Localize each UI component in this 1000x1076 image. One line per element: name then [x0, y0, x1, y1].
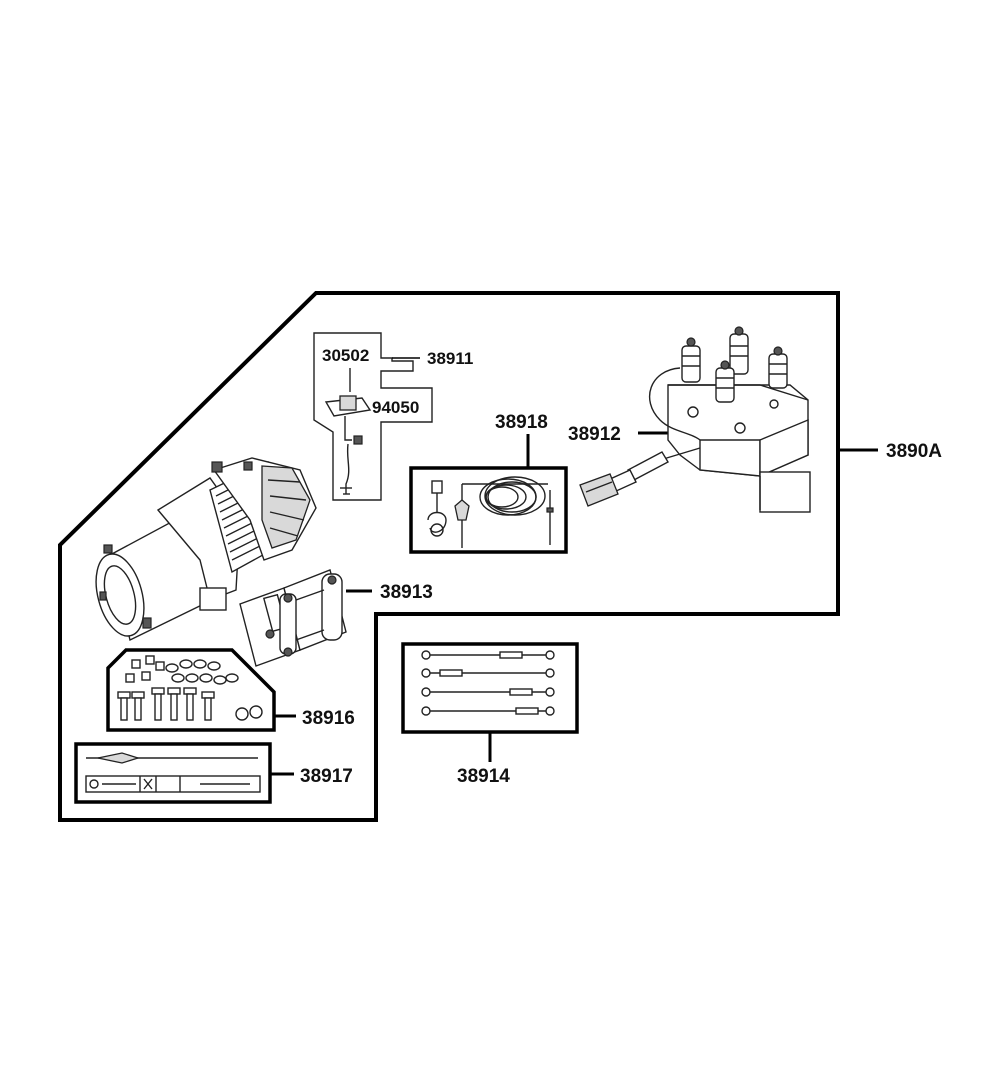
fairlead-part-number: 38913	[380, 582, 433, 603]
remote-drawing	[427, 476, 554, 548]
cables-part-number: 38914	[457, 766, 510, 787]
contactor-part-number: 38912	[568, 424, 621, 445]
fairlead-group: 38913	[239, 569, 433, 667]
hardware-drawing	[117, 655, 263, 721]
fairlead-drawing	[239, 569, 347, 667]
decal-drawing	[85, 752, 261, 793]
hardware-box	[106, 648, 276, 732]
switch-part-number: 30502	[322, 346, 369, 365]
decal-group: 38917	[74, 742, 353, 804]
remote-box	[409, 466, 568, 554]
contactor-drawing	[579, 326, 811, 513]
switch-part-94050-number: 94050	[372, 398, 419, 417]
kit-callout: 3890A	[838, 441, 942, 462]
hardware-part-number: 38916	[302, 708, 355, 729]
remote-part-number: 38918	[495, 412, 548, 433]
decal-part-number: 38917	[300, 766, 353, 787]
cables-group: 38914	[401, 642, 579, 787]
switch-assembly: 38911 30502 94050	[313, 332, 473, 501]
cables-drawing	[421, 650, 555, 716]
rocker-switch-drawing	[324, 368, 372, 495]
kit-part-number: 3890A	[886, 441, 942, 462]
remote-control-group: 38918	[409, 412, 568, 554]
winch-drawing	[95, 457, 317, 642]
decal-box	[74, 742, 272, 804]
hardware-group: 38916	[106, 648, 355, 732]
kit-outline	[58, 291, 840, 822]
switch-kit-part-number: 38911	[427, 349, 473, 368]
contactor-group: 38912	[568, 326, 811, 513]
